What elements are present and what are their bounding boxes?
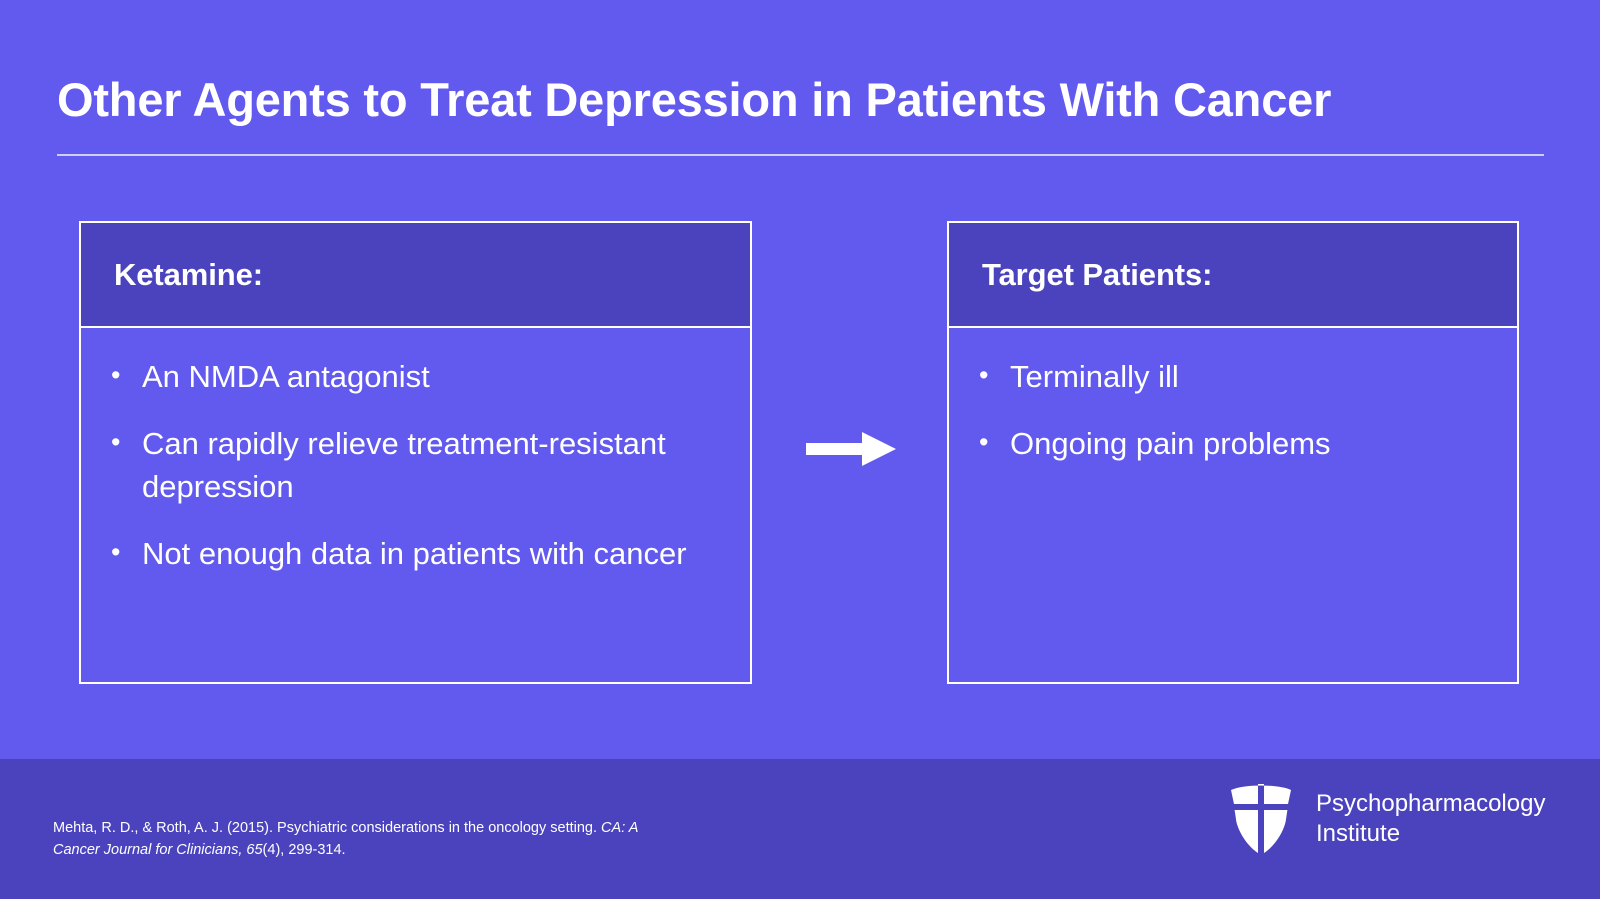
target-patients-bullet-list: Terminally ill Ongoing pain problems [973,356,1493,466]
citation: Mehta, R. D., & Roth, A. J. (2015). Psyc… [53,818,673,862]
page-title: Other Agents to Treat Depression in Pati… [57,73,1332,126]
brand-name-line-1: Psychopharmacology [1316,789,1546,817]
ketamine-bullet-list: An NMDA antagonist Can rapidly relieve t… [105,356,726,576]
brand-logo-text: Psychopharmacology Institute [1316,789,1545,849]
brand-name-line-2: Institute [1316,820,1401,847]
target-patients-panel-title: Target Patients: [982,256,1213,292]
ketamine-panel-body: An NMDA antagonist Can rapidly relieve t… [81,328,750,576]
ketamine-panel-title: Ketamine: [114,256,263,292]
shield-logo-icon [1228,782,1294,856]
footer-bar [0,759,1600,899]
ketamine-panel: Ketamine: An NMDA antagonist Can rapidly… [79,221,752,684]
list-item: Can rapidly relieve treatment-resistant … [105,423,726,508]
list-item: Ongoing pain problems [973,423,1493,465]
list-item: An NMDA antagonist [105,356,726,398]
title-divider [57,154,1544,156]
citation-journal-title: CA: A Cancer Journal for Clinicians, 65 [53,820,638,858]
list-item: Terminally ill [973,356,1493,398]
target-patients-panel: Target Patients: Terminally ill Ongoing … [947,221,1519,684]
citation-line-2-suffix: (4), 299-314. [262,841,346,858]
brand-logo: Psychopharmacology Institute [1228,782,1545,856]
citation-line-2-prefix: setting. [550,820,602,836]
ketamine-panel-header: Ketamine: [81,223,750,328]
target-patients-panel-header: Target Patients: [949,223,1517,328]
list-item: Not enough data in patients with cancer [105,533,726,575]
arrow-right-icon [806,432,896,466]
target-patients-panel-body: Terminally ill Ongoing pain problems [949,328,1517,466]
citation-line-1: Mehta, R. D., & Roth, A. J. (2015). Psyc… [53,820,547,836]
